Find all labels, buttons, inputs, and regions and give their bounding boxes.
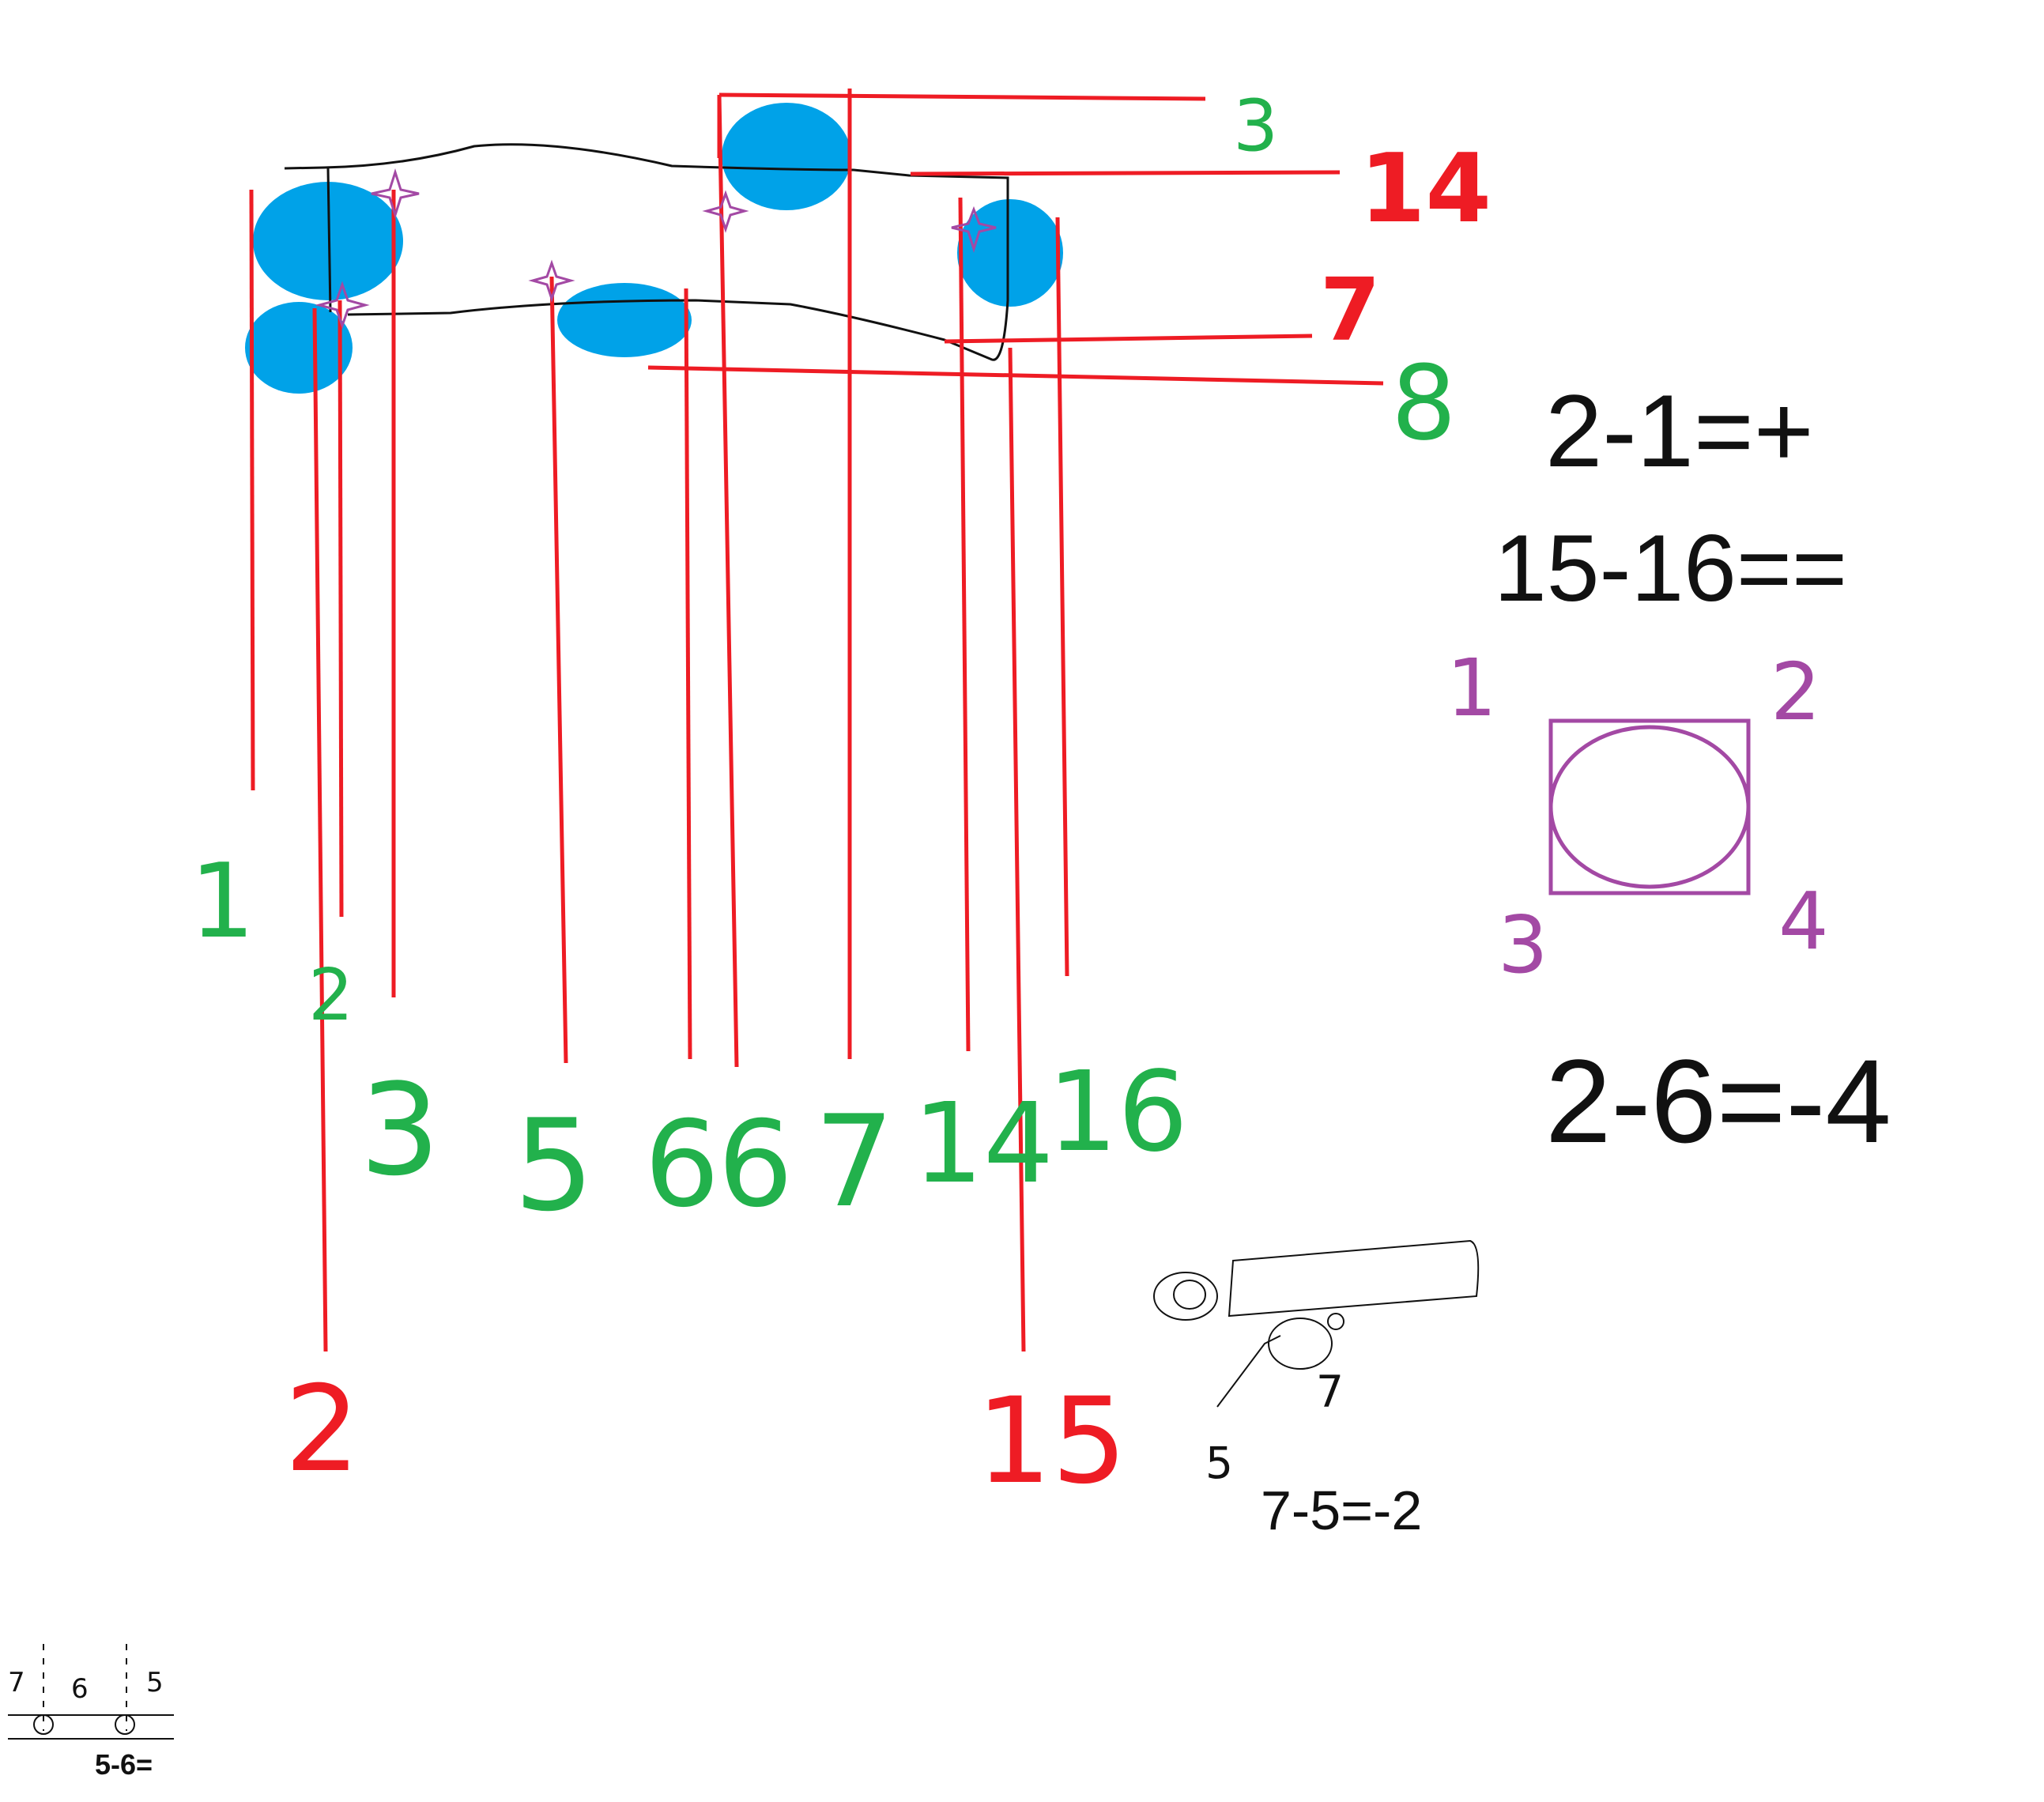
sketch-dot bbox=[1327, 1313, 1344, 1330]
green-label-7: 7 bbox=[814, 1088, 895, 1235]
star-3 bbox=[528, 259, 575, 303]
red-hline-8 bbox=[647, 365, 1384, 386]
sketch-circle-left bbox=[1153, 1272, 1218, 1321]
blob-left-upper bbox=[253, 182, 403, 300]
red-label-2: 2 bbox=[285, 1361, 360, 1499]
sketch-circle-mid bbox=[1268, 1318, 1333, 1370]
tiny-label-7: 7 bbox=[8, 1667, 25, 1698]
label-top-8: 8 bbox=[1391, 343, 1457, 463]
red-hline-3 bbox=[718, 92, 1206, 101]
tiny-label-6: 6 bbox=[71, 1673, 89, 1705]
star-4 bbox=[702, 190, 749, 233]
purple-corner-labels: 1 2 3 4 bbox=[1446, 642, 1829, 991]
corner-3: 3 bbox=[1498, 899, 1548, 991]
outline-path bbox=[284, 143, 1009, 361]
green-label-14: 14 bbox=[913, 1080, 1054, 1208]
star-1 bbox=[371, 168, 420, 219]
label-top-14: 14 bbox=[1360, 134, 1492, 244]
purple-box bbox=[1548, 718, 1751, 895]
blob-right bbox=[957, 199, 1063, 307]
tiny-diagram bbox=[8, 1644, 174, 1740]
corner-4: 4 bbox=[1778, 875, 1829, 967]
green-labels: 1 2 3 5 6 6 7 14 16 bbox=[190, 841, 1188, 1239]
green-label-16: 16 bbox=[1047, 1048, 1188, 1177]
sketch-labels: 7 5 bbox=[1205, 1367, 1344, 1488]
green-label-3: 3 bbox=[360, 1056, 440, 1204]
corner-2: 2 bbox=[1771, 646, 1821, 738]
blob-left-lower bbox=[245, 302, 353, 394]
formula-3: 2-6=-4 bbox=[1545, 1035, 1891, 1167]
purple-ellipse bbox=[1548, 725, 1751, 889]
sketch-drawing bbox=[1153, 1239, 1480, 1408]
blob-top bbox=[722, 103, 851, 210]
red-bottom-labels: 2 15 bbox=[285, 1361, 1127, 1510]
red-label-15: 15 bbox=[976, 1373, 1127, 1510]
red-line-1 bbox=[249, 189, 255, 791]
red-line-16 bbox=[1055, 217, 1069, 977]
blue-blobs bbox=[245, 103, 1063, 394]
tiny-label-5: 5 bbox=[146, 1667, 164, 1698]
green-label-5: 5 bbox=[514, 1091, 594, 1239]
formula-2: 15-16== bbox=[1494, 515, 1847, 621]
formula-small: 7-5=-2 bbox=[1261, 1480, 1422, 1541]
red-line-2b bbox=[338, 300, 344, 918]
sketch-label-5: 5 bbox=[1205, 1438, 1233, 1488]
red-line-6b bbox=[717, 94, 739, 1068]
formulas: 2-1=+ 15-16== 2-6=-4 7-5=-2 5-6= bbox=[95, 373, 1891, 1781]
black-outline bbox=[284, 143, 1009, 361]
label-top-3: 3 bbox=[1233, 85, 1278, 168]
formula-tiny: 5-6= bbox=[95, 1748, 153, 1781]
red-hline-7 bbox=[944, 334, 1313, 344]
right-top-labels: 3 14 7 8 bbox=[1233, 85, 1492, 463]
red-line-2 bbox=[312, 307, 328, 1352]
sketch-label-7: 7 bbox=[1316, 1367, 1344, 1417]
tiny-circle-1 bbox=[33, 1714, 54, 1735]
corner-1: 1 bbox=[1446, 642, 1497, 734]
star-2 bbox=[315, 281, 370, 330]
red-line-5 bbox=[549, 276, 568, 1064]
star-5 bbox=[951, 205, 997, 253]
sketch-bar bbox=[1228, 1239, 1480, 1318]
red-lines bbox=[249, 89, 1384, 1352]
sketch-circle-left-inner bbox=[1173, 1280, 1206, 1310]
green-label-6b: 6 bbox=[718, 1096, 793, 1234]
formula-1: 2-1=+ bbox=[1545, 373, 1814, 488]
tiny-circle-2 bbox=[115, 1714, 135, 1735]
outline-inner-left bbox=[326, 168, 332, 313]
green-label-6a: 6 bbox=[644, 1096, 719, 1234]
tiny-diagram-labels: 7 6 5 bbox=[8, 1667, 164, 1705]
green-label-2: 2 bbox=[308, 954, 353, 1037]
red-hline-14 bbox=[910, 170, 1341, 176]
label-top-7: 7 bbox=[1320, 259, 1381, 360]
red-line-15 bbox=[1008, 347, 1026, 1352]
purple-stars bbox=[315, 168, 997, 330]
green-label-1: 1 bbox=[190, 841, 255, 961]
blob-middle bbox=[557, 283, 692, 357]
red-line-6a bbox=[684, 288, 692, 1060]
sketch-arm bbox=[1216, 1335, 1281, 1408]
